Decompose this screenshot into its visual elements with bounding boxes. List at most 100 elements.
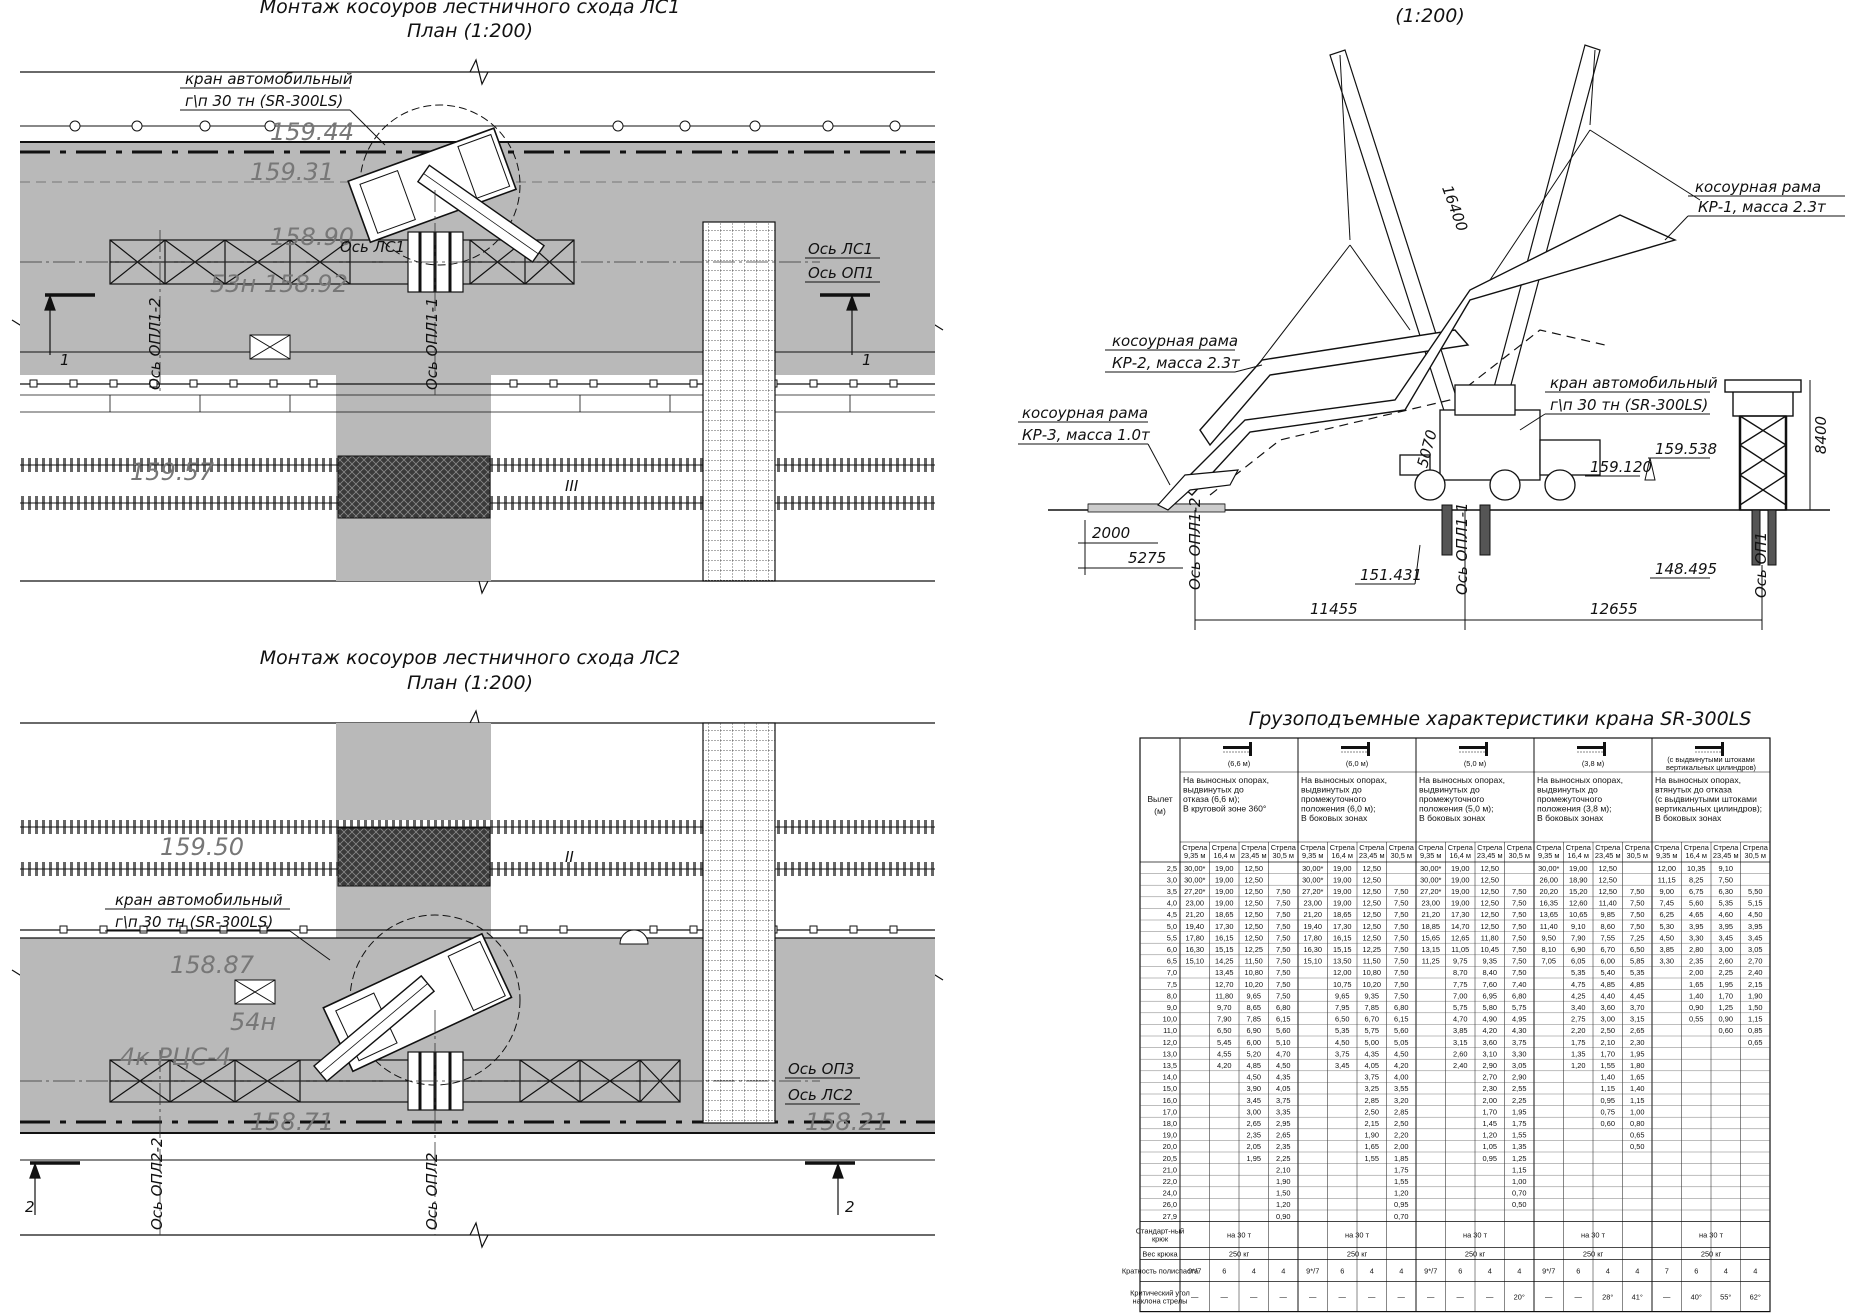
table-cell: 9,65: [1335, 991, 1349, 1000]
table-cell: 7,50: [1512, 922, 1526, 931]
table-cell: 15,15: [1215, 945, 1234, 954]
table-cell: 2,40: [1453, 1061, 1467, 1070]
table-cell: 1,90: [1276, 1177, 1290, 1186]
table-cell: 7,50: [1512, 968, 1526, 977]
angle-cell: —: [1309, 1293, 1317, 1302]
table-cell: 21,20: [1304, 910, 1323, 919]
table-cell: 2,00: [1394, 1142, 1408, 1151]
table-cell: 5,20: [1247, 1049, 1261, 1058]
table-cell: 7,75: [1453, 980, 1467, 989]
table-cell: 12,50: [1245, 887, 1264, 896]
table-cell: 19,00: [1215, 875, 1234, 884]
group-desc-line: На выносных опорах,: [1419, 775, 1505, 785]
row-radius: 24,0: [1163, 1189, 1177, 1198]
table-cell: 12,50: [1363, 864, 1382, 873]
table-cell: 3,95: [1689, 922, 1703, 931]
table-cell: 27,20*: [1420, 887, 1441, 896]
elevation-frame-kp2-1: косоурная рама: [1112, 332, 1238, 350]
boom-length: 30,5 м: [1390, 851, 1412, 860]
table-cell: 4,85: [1601, 980, 1615, 989]
table-cell: 19,00: [1451, 864, 1470, 873]
table-cell: 8,40: [1483, 968, 1497, 977]
table-cell: 4,50: [1748, 910, 1762, 919]
table-cell: 3,75: [1335, 1049, 1349, 1058]
row-radius: 18,0: [1163, 1119, 1177, 1128]
reeving-cell: 4: [1252, 1267, 1256, 1276]
table-cell: 1,65: [1689, 980, 1703, 989]
table-cell: 12,50: [1363, 899, 1382, 908]
table-cell: 16,15: [1215, 933, 1234, 942]
elevation-axis-op1: Ось ОП1: [1752, 532, 1770, 598]
table-cell: 0,95: [1394, 1200, 1408, 1209]
group-extension: (3,8 м): [1582, 759, 1604, 768]
table-cell: 15,10: [1186, 957, 1205, 966]
plan1-axis-opl1-1: Ось ОПЛ1-1: [423, 297, 441, 390]
plan1-section-right: 1: [862, 351, 872, 369]
table-cell: 4,85: [1247, 1061, 1261, 1070]
angle-cell: —: [1250, 1293, 1258, 1302]
table-cell: 9,35: [1483, 957, 1497, 966]
table-cell: 3,40: [1571, 1003, 1585, 1012]
table-cell: 3,00: [1247, 1107, 1261, 1116]
table-cell: 2,50: [1394, 1119, 1408, 1128]
outrigger-icon: [1223, 742, 1252, 756]
boom-length: 9,35 м: [1538, 851, 1560, 860]
outrigger-icon: [1695, 742, 1724, 756]
row-radius: 4,5: [1167, 910, 1177, 919]
table-cell: 11,80: [1481, 933, 1499, 942]
plan2-elev-b: 158.87: [170, 951, 255, 979]
table-cell: 7,50: [1512, 910, 1526, 919]
table-cell: 7,50: [1512, 957, 1526, 966]
table-cell: 16,30: [1304, 945, 1323, 954]
reeving-cell: 4: [1281, 1267, 1285, 1276]
table-cell: 12,50: [1481, 910, 1500, 919]
table-cell: 7,50: [1394, 887, 1408, 896]
table-cell: 7,50: [1276, 957, 1290, 966]
table-cell: 10,20: [1245, 980, 1264, 989]
table-cell: 1,35: [1571, 1049, 1585, 1058]
table-cell: 6,80: [1276, 1003, 1290, 1012]
table-cell: 12,50: [1481, 922, 1500, 931]
boom-length: 23,45 м: [1713, 851, 1739, 860]
table-cell: 4,50: [1247, 1073, 1261, 1082]
group-desc-line: положения (3,8 м);: [1537, 804, 1612, 814]
table-cell: 2,10: [1276, 1165, 1290, 1174]
plan2-title: Монтаж косоуров лестничного схода ЛС2: [260, 647, 680, 669]
table-cell: 19,00: [1333, 899, 1352, 908]
table-cell: 7,50: [1276, 968, 1290, 977]
elevation-dim-11455: 11455: [1310, 600, 1358, 618]
table-cell: 8,70: [1453, 968, 1467, 977]
table-cell: 3,45: [1719, 933, 1733, 942]
plan2-elev-a: 159.50: [160, 833, 244, 861]
table-cell: 3,35: [1276, 1107, 1290, 1116]
outrigger-icon: [1459, 742, 1488, 756]
elevation-crane-label-2: г\п 30 тн (SR-300LS): [1550, 396, 1708, 414]
table-cell: 1,75: [1394, 1165, 1408, 1174]
table-cell: 6,80: [1512, 991, 1526, 1000]
table-cell: 2,50: [1365, 1107, 1379, 1116]
table-cell: 11,15: [1658, 875, 1676, 884]
boom-label: Стрела: [1300, 843, 1326, 852]
row-radius: 21,0: [1163, 1165, 1177, 1174]
table-cell: 11,80: [1215, 991, 1233, 1000]
plan1-elev-d: 53н 158.92: [210, 270, 348, 298]
table-cell: 5,75: [1512, 1003, 1526, 1012]
table-cell: 6,00: [1247, 1038, 1261, 1047]
table-cell: 1,15: [1512, 1165, 1526, 1174]
table-cell: 5,35: [1571, 968, 1585, 977]
table-cell: 4,25: [1571, 991, 1585, 1000]
plan2-section-right: 2: [845, 1198, 855, 1216]
table-cell: 1,35: [1512, 1142, 1526, 1151]
table-cell: 7,50: [1630, 922, 1644, 931]
plan1-elev-e: 159.57: [130, 458, 215, 486]
reeving-cell: 4: [1606, 1267, 1610, 1276]
table-cell: 2,60: [1453, 1049, 1467, 1058]
table-cell: 1,95: [1247, 1154, 1261, 1163]
table-cell: 5,35: [1335, 1026, 1349, 1035]
table-cell: 4,30: [1512, 1026, 1526, 1035]
footer-label: Критический угол: [1130, 1289, 1190, 1298]
reeving-cell: 4: [1724, 1267, 1728, 1276]
group-desc-line: На выносных опорах,: [1183, 775, 1269, 785]
table-cell: 2,05: [1247, 1142, 1261, 1151]
table-cell: 7,50: [1394, 991, 1408, 1000]
